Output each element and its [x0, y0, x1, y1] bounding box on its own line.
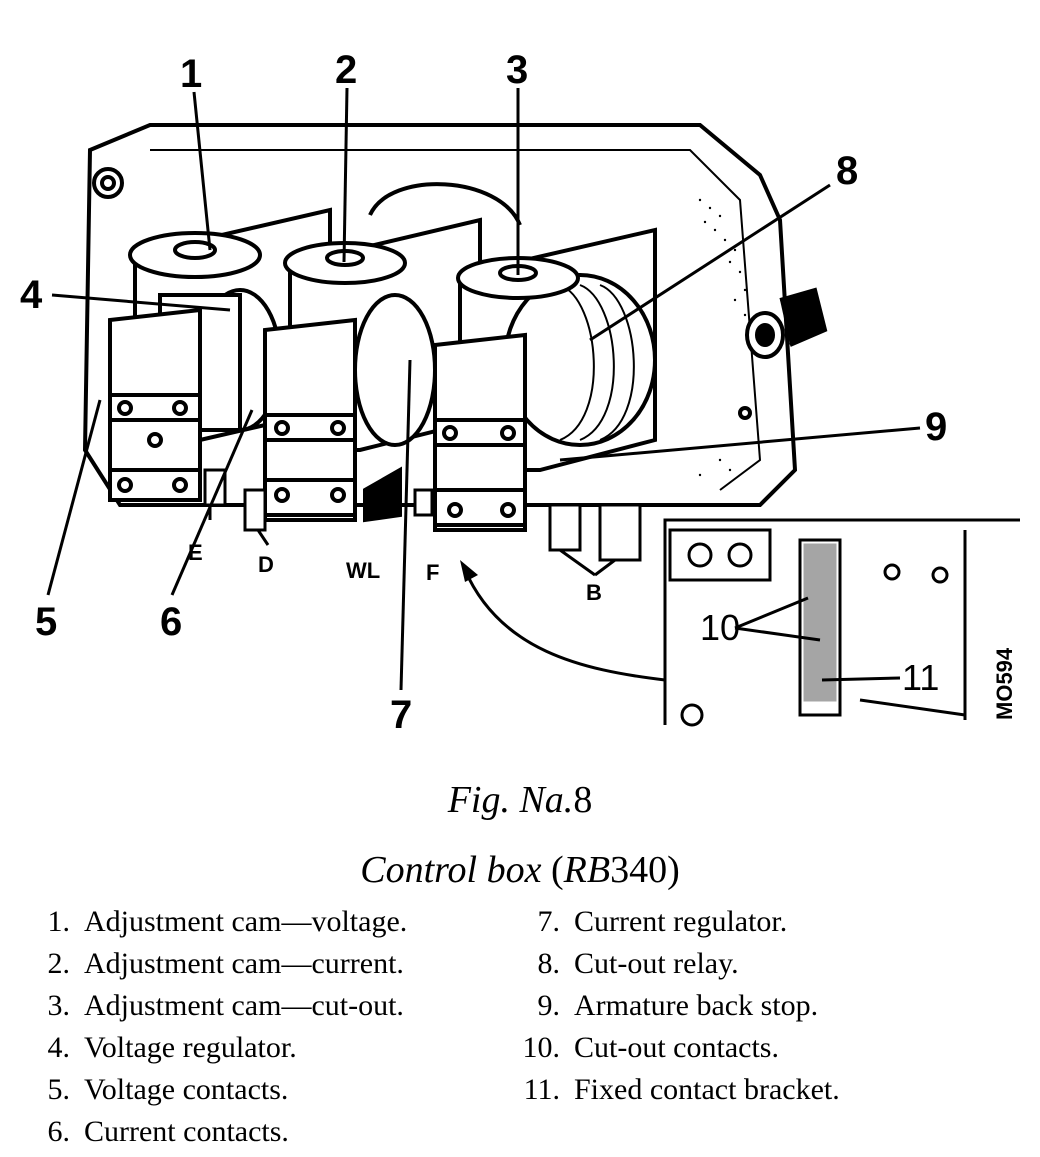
callout-1: 1	[180, 52, 202, 96]
terminal-label-e: E	[188, 540, 203, 565]
legend-item: 1. Adjustment cam—voltage.	[10, 905, 408, 947]
mounting-bolt	[738, 287, 828, 420]
legend-text: Current contacts.	[84, 1115, 289, 1148]
legend-text: Adjustment cam—current.	[84, 947, 404, 980]
legend-number: 2.	[47, 947, 71, 980]
legend-number: 7.	[537, 905, 561, 938]
figure-title-text: Control box	[360, 849, 542, 891]
legend-item: 3. Adjustment cam—cut-out.	[10, 989, 407, 1031]
figure-title: Control box (RB340)	[0, 848, 1040, 892]
terminal-blades	[203, 468, 642, 562]
legend-text: Armature back stop.	[574, 989, 819, 1022]
legend-item: 11. Fixed contact bracket.	[500, 1073, 840, 1115]
legend-number: 1.	[47, 905, 71, 938]
legend-text: Current regulator.	[574, 905, 788, 938]
stipple-shading	[698, 198, 747, 477]
legend-left-column: 1. Adjustment cam—voltage. 2. Adjustment c…	[10, 905, 408, 1157]
legend-text: Adjustment cam—cut-out.	[84, 989, 404, 1022]
connecting-wire	[368, 182, 522, 226]
callout-9: 9	[925, 405, 947, 449]
legend-number: 6.	[47, 1115, 71, 1148]
legend-text: Cut-out contacts.	[574, 1031, 779, 1064]
callout-6: 6	[160, 600, 182, 644]
figure-title-open: (	[550, 849, 564, 891]
legend-item: 10. Cut-out contacts.	[500, 1031, 840, 1073]
legend-item: 7. Current regulator.	[500, 905, 840, 947]
legend-text: Voltage contacts.	[84, 1073, 289, 1106]
legend-item: 5. Voltage contacts.	[10, 1073, 407, 1115]
inset-arrowhead	[460, 560, 478, 582]
leader-lines	[46, 87, 921, 691]
figure-number: Fig. Na.8	[0, 778, 1040, 822]
figure-title-close: )	[667, 849, 680, 891]
legend-text: Voltage regulator.	[84, 1031, 297, 1064]
figure-num: 8	[573, 779, 593, 821]
drawing-code: MO594	[992, 647, 1017, 720]
legend-text: Fixed contact bracket.	[574, 1073, 840, 1106]
callout-2: 2	[335, 48, 357, 92]
inset-detail	[663, 518, 1020, 727]
legend-text: Cut-out relay.	[574, 947, 739, 980]
terminal-label-f: F	[426, 560, 439, 585]
legend-number: 10.	[522, 1031, 561, 1064]
legend-number: 11.	[523, 1073, 560, 1106]
legend-right-column: 7. Current regulator. 8. Cut-out relay. 9.…	[500, 905, 840, 1115]
terminal-label-b: B	[586, 580, 602, 605]
legend-text: Adjustment cam—voltage.	[84, 905, 408, 938]
callout-4: 4	[20, 273, 43, 317]
callout-5: 5	[35, 600, 57, 644]
legend-number: 9.	[537, 989, 561, 1022]
legend-item: 4. Voltage regulator.	[10, 1031, 407, 1073]
terminal-label-d: D	[258, 552, 274, 577]
legend-number: 4.	[47, 1031, 71, 1064]
figure-title-model-letters: RB	[563, 849, 611, 891]
legend-item: 9. Armature back stop.	[500, 989, 840, 1031]
legend-item: 8. Cut-out relay.	[500, 947, 840, 989]
inset-label-10: 10	[700, 607, 740, 648]
legend-item: 6. Current contacts.	[10, 1115, 407, 1157]
cut-out-relay-unit	[433, 227, 657, 532]
legend-number: 3.	[47, 989, 71, 1022]
control-box-diagram: 1 2 3 4 5 6 7 8 9 E D WL F B 10 11 MO594	[20, 48, 1020, 737]
terminal-label-wl: WL	[346, 558, 380, 583]
legend-number: 5.	[47, 1073, 71, 1106]
figure-prefix: Fig. Na.	[447, 779, 574, 821]
inset-label-11: 11	[902, 657, 939, 698]
legend-item: 2. Adjustment cam—current.	[10, 947, 407, 989]
figure-title-model-number: 340	[610, 849, 668, 891]
callout-7: 7	[390, 693, 412, 737]
current-regulator-unit	[263, 217, 482, 523]
callout-3: 3	[506, 48, 528, 92]
legend-number: 8.	[537, 947, 561, 980]
callout-8: 8	[836, 149, 858, 193]
